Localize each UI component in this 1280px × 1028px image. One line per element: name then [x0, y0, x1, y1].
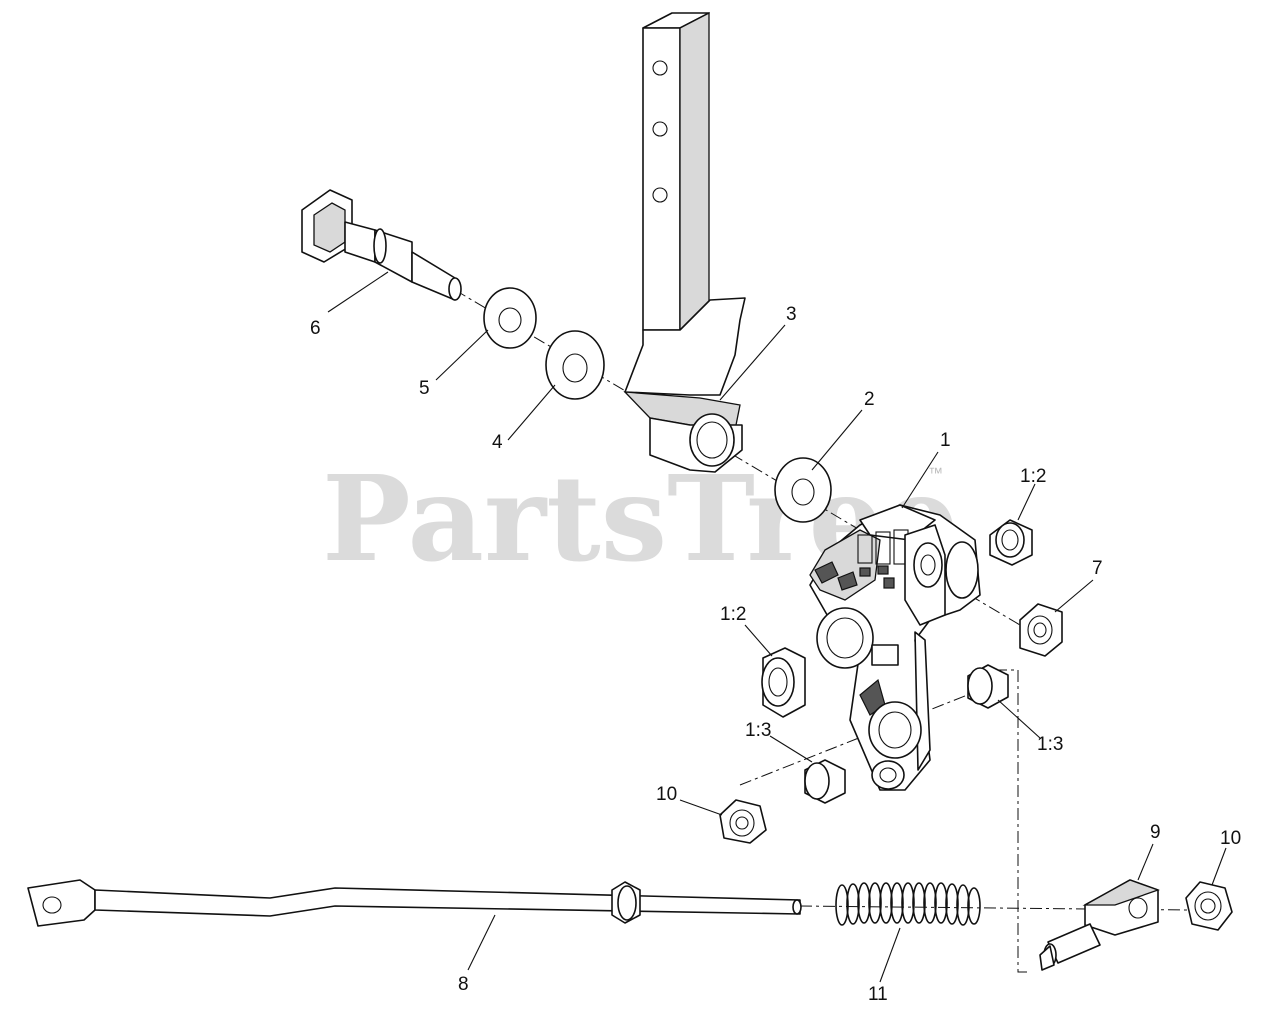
shoulder-bolt-part-6: [301, 189, 462, 301]
callout-2: 2: [864, 389, 875, 410]
flange-nut-part-10-left: [719, 799, 767, 844]
watermark-trademark: ™: [928, 465, 943, 482]
spring-part-11: [835, 882, 981, 926]
callout-1: 1: [940, 430, 951, 451]
flange-nut-part-7: [1019, 603, 1063, 657]
bushing-part-1-2-lower: [761, 647, 806, 718]
callout-1-3-left: 1:3: [745, 720, 771, 741]
callout-10-right: 10: [1220, 828, 1241, 849]
callout-1-2-upper: 1:2: [1020, 466, 1046, 487]
callout-6: 6: [310, 318, 321, 339]
washer-part-5: [483, 287, 537, 349]
bushing-part-1-2-upper: [989, 519, 1033, 566]
callout-labels: 1 2 3 4 5 6 7 8 9 10 10 11 1:2 1:2 1:3 1…: [310, 304, 1241, 1005]
swivel-block-part-9: [1039, 879, 1160, 971]
control-arm-part-1: [809, 504, 981, 791]
callout-11: 11: [868, 984, 888, 1005]
callout-leaders: [327, 271, 1227, 983]
callout-1-2-lower: 1:2: [720, 604, 746, 625]
washer-part-2: [774, 457, 832, 523]
callout-5: 5: [419, 378, 430, 399]
callout-10-left: 10: [656, 784, 677, 805]
washer-part-4: [545, 330, 605, 400]
callout-9: 9: [1150, 822, 1161, 843]
control-rod-part-8: [27, 879, 802, 927]
callout-1-3-right: 1:3: [1037, 734, 1063, 755]
flange-nut-part-10-right: [1185, 881, 1233, 931]
callout-4: 4: [492, 432, 503, 453]
lever-bracket-part-3: [623, 11, 746, 473]
callout-3: 3: [786, 304, 797, 325]
callout-8: 8: [458, 974, 469, 995]
bushing-part-1-3-left: [804, 759, 846, 804]
callout-7: 7: [1092, 558, 1103, 579]
bushing-part-1-3-right: [967, 664, 1009, 709]
